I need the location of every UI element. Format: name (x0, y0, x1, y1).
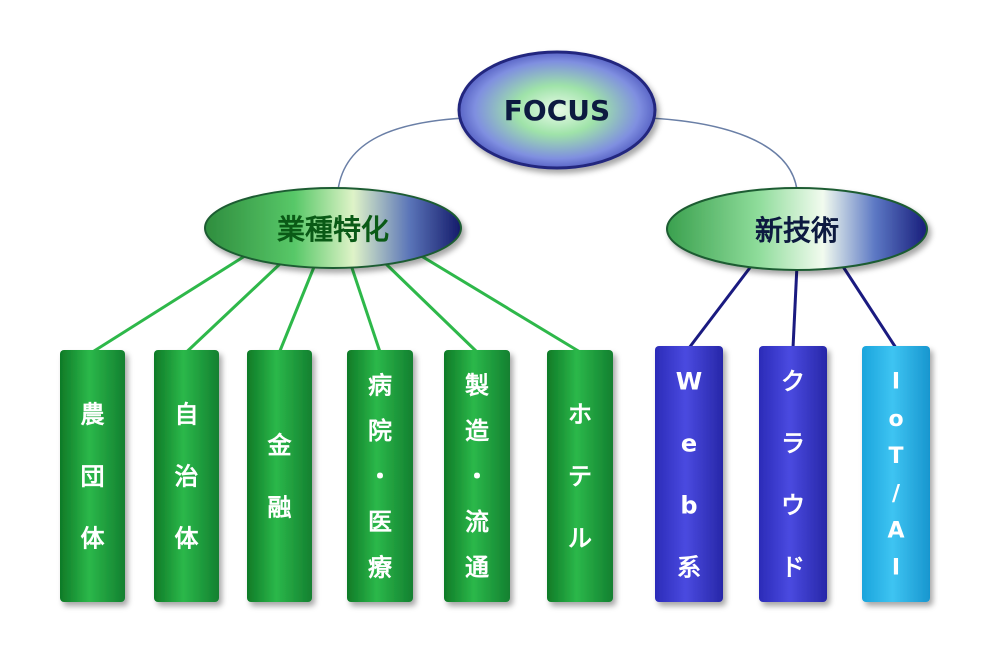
branch-node-industry[interactable]: 業種特化 (204, 187, 462, 269)
item-char: 融 (268, 493, 292, 521)
item-char: ル (568, 524, 592, 552)
item-char: ク (781, 367, 805, 395)
item-char: I (892, 370, 900, 395)
item-box-jichitai[interactable]: 自治体 (154, 350, 219, 602)
connector-root-industry (337, 117, 466, 191)
connector-ryutsu (382, 260, 479, 354)
item-char: 農 (81, 400, 105, 428)
connector-jichitai (185, 260, 284, 354)
item-char: 通 (465, 553, 489, 581)
connector-iot (840, 264, 898, 349)
branch-label-tech: 新技術 (755, 214, 839, 247)
item-char: 系 (677, 553, 701, 581)
item-char: 療 (368, 553, 393, 581)
connector-kinyu (278, 261, 318, 353)
item-char: 流 (465, 508, 489, 536)
item-char: 自 (175, 400, 199, 428)
connector-web (687, 264, 754, 349)
item-box-web[interactable]: We b 系 (655, 346, 723, 602)
item-char: 治 (175, 462, 199, 490)
item-char: / (892, 481, 901, 506)
branch-node-tech[interactable]: 新技術 (666, 187, 928, 271)
item-char: A (887, 519, 904, 544)
item-box-iot[interactable]: IoT/AI (862, 346, 930, 602)
root-label: FOCUS (504, 94, 610, 127)
item-box-hotel[interactable]: ホテル (547, 350, 613, 602)
item-char: e (681, 429, 697, 457)
item-char: 製 (465, 371, 489, 399)
item-char: b (680, 491, 697, 519)
item-box-bg (444, 350, 510, 602)
connector-nodan (91, 252, 249, 354)
item-box-nodan[interactable]: 農団体 (60, 350, 125, 602)
item-char: ウ (781, 491, 805, 519)
connectors-industry (91, 252, 581, 354)
item-char: ド (781, 553, 805, 581)
item-char: 造 (465, 417, 489, 445)
item-box-bg (154, 350, 219, 602)
item-char: T (888, 444, 903, 469)
item-char: 医 (368, 508, 392, 536)
item-box-kinyu[interactable]: 金融 (247, 350, 312, 602)
item-char: ・ (368, 462, 392, 490)
branch-label-industry: 業種特化 (277, 213, 389, 246)
item-box-iryo[interactable]: 病院・医療 (347, 350, 413, 602)
item-box-bg (759, 346, 827, 602)
item-box-bg (655, 346, 723, 602)
item-char: ラ (781, 429, 805, 457)
item-box-ryutsu[interactable]: 製造・流通 (444, 350, 510, 602)
item-char: W (676, 367, 702, 395)
item-char: 団 (81, 462, 105, 490)
item-char: o (888, 407, 903, 432)
item-char: 金 (267, 431, 293, 459)
item-char: ・ (465, 462, 489, 490)
item-char: 体 (175, 524, 200, 552)
connector-iryo (348, 261, 382, 353)
item-char: ホ (568, 400, 592, 428)
connector-hotel (417, 252, 581, 354)
item-box-bg (862, 346, 930, 602)
connector-root-tech (649, 117, 798, 191)
item-char: テ (568, 462, 592, 490)
item-char: 体 (81, 524, 106, 552)
item-char: 病 (368, 371, 392, 399)
item-char: I (892, 556, 900, 581)
item-box-bg (247, 350, 312, 602)
item-box-bg (60, 350, 125, 602)
root-node[interactable]: FOCUS (457, 50, 657, 170)
connectors-tech (687, 264, 898, 349)
item-box-bg (347, 350, 413, 602)
item-char: 院 (368, 417, 392, 445)
item-box-bg (547, 350, 613, 602)
connector-cloud (791, 264, 799, 349)
